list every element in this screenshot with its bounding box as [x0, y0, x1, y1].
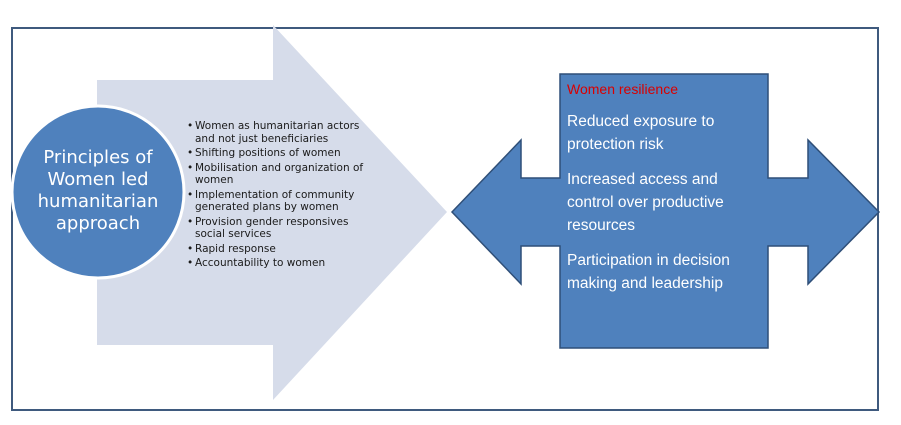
principles-circle	[10, 104, 186, 280]
principles-label: Principles of Women led humanitarian app…	[37, 147, 159, 234]
list-item: Provision gender responsives social serv…	[187, 216, 367, 241]
principles-list: Women as humanitarian actors and not jus…	[187, 120, 367, 272]
outcome-item: Reduced exposure to protection risk	[567, 113, 715, 153]
list-item: Shifting positions of women	[187, 147, 367, 160]
outcome-title: Women resilience	[567, 81, 679, 97]
outcome-panel: Women resilience Reduced exposure to pro…	[567, 80, 767, 307]
list-item: Women as humanitarian actors and not jus…	[187, 120, 367, 145]
list-item: Implementation of community generated pl…	[187, 189, 367, 214]
list-item: Rapid response	[187, 243, 367, 256]
outcome-double-arrow	[450, 73, 881, 349]
list-item: Accountability to women	[187, 257, 367, 270]
outcome-item: Increased access and control over produc…	[567, 171, 724, 234]
diagram-frame	[11, 27, 879, 411]
list-item: Mobilisation and organization of women	[187, 162, 367, 187]
outcome-item: Participation in decision making and lea…	[567, 252, 730, 292]
